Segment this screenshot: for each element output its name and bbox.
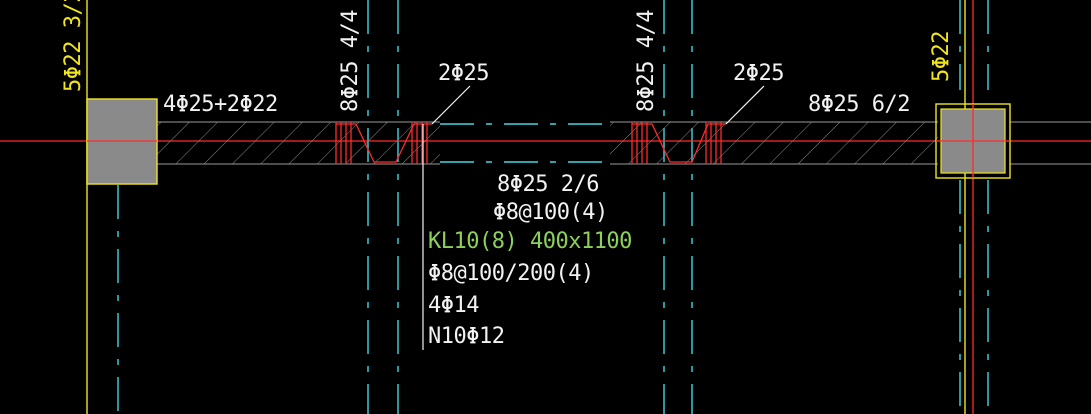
column-right[interactable] xyxy=(935,103,1011,179)
rebar-detail-2 xyxy=(631,122,726,164)
beam-id-label: KL10(8) 400x1100 xyxy=(428,229,632,254)
top-bars-left-label: 4Φ25+2Φ22 xyxy=(163,92,278,117)
beam-segment-right xyxy=(670,122,938,164)
grid-axes xyxy=(117,0,989,414)
col-right-rebar-label: 5Φ22 xyxy=(929,31,954,82)
torsion-bars-label: N10Φ12 xyxy=(428,324,504,349)
rebar-detail-1 xyxy=(335,122,432,164)
stirrup-main-label: Φ8@100/200(4) xyxy=(428,261,594,286)
support-bars-label-1: 8Φ25 4/4 xyxy=(338,10,363,112)
side-bars-label: 4Φ14 xyxy=(428,293,479,318)
leader-add-bars-1 xyxy=(431,85,471,125)
bottom-bars-label: 8Φ25 2/6 xyxy=(497,172,599,197)
leader-add-bars-2 xyxy=(725,85,765,125)
leader-lines xyxy=(422,85,765,350)
beam xyxy=(157,121,1091,165)
top-bars-right-label: 8Φ25 6/2 xyxy=(808,92,910,117)
add-bars-label-1: 2Φ25 xyxy=(438,61,489,86)
col-left-rebar-label: 5Φ22 3/2 xyxy=(61,0,86,92)
column-edge-lines xyxy=(86,0,966,414)
support-bars-label-2: 8Φ25 4/4 xyxy=(634,10,659,112)
add-bars-label-2: 2Φ25 xyxy=(733,61,784,86)
beam-segment-left xyxy=(157,122,440,164)
column-left[interactable] xyxy=(86,98,158,185)
stirrup-local-label: Φ8@100(4) xyxy=(493,200,608,225)
beam-segment-mid xyxy=(610,122,670,164)
